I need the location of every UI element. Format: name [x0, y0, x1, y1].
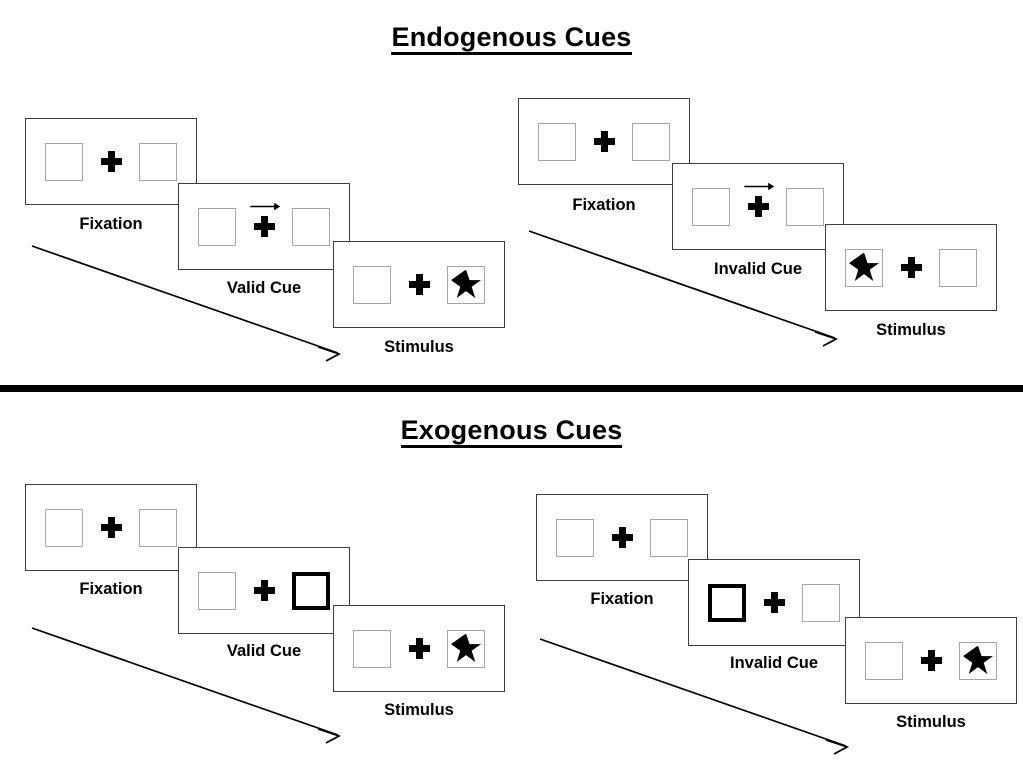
left-box [353, 629, 391, 668]
stage-caption-invalid-cue: Invalid Cue [729, 654, 819, 672]
section-title-exogenous: Exogenous Cues [0, 415, 1023, 449]
fixation-cross-icon [253, 580, 275, 601]
cross-wrap [391, 638, 447, 659]
right-box [650, 518, 688, 557]
trial-panel-fixation [25, 484, 197, 571]
left-box [198, 571, 236, 610]
trial-panel-stimulus [825, 224, 997, 311]
right-box-cued [292, 571, 330, 610]
right-box [959, 641, 997, 680]
trial-panel-valid-cue [178, 183, 350, 270]
trial-panel-fixation [536, 494, 708, 581]
star-icon [849, 252, 879, 281]
fixation-cross-icon [747, 196, 769, 217]
cross-wrap [883, 257, 939, 278]
trial-panel-fixation [518, 98, 690, 185]
fixation-cross-icon [408, 638, 430, 659]
right-box [802, 583, 840, 622]
panel-inner [538, 122, 670, 161]
trial-panel-invalid-cue [672, 163, 844, 250]
right-box [939, 248, 977, 287]
left-box [198, 207, 236, 246]
panel-inner [692, 182, 824, 226]
fixation-cross-icon [100, 517, 122, 538]
panel-inner [865, 641, 997, 680]
right-box [786, 187, 824, 226]
stage-caption-stimulus: Stimulus [896, 713, 966, 731]
arrow-right-icon [744, 181, 775, 191]
panel-inner [198, 571, 330, 610]
left-box [45, 142, 83, 181]
panel-inner [198, 202, 330, 246]
panel-inner [556, 518, 688, 557]
cross-wrap [594, 527, 650, 548]
trial-panel-stimulus [333, 241, 505, 328]
panel-inner [353, 629, 485, 668]
star-icon [451, 269, 481, 298]
trial-panel-stimulus [845, 617, 1017, 704]
cross-wrap [576, 131, 632, 152]
panel-inner [353, 265, 485, 304]
left-box [865, 641, 903, 680]
fixation-cross-icon [253, 216, 275, 237]
section-divider [0, 385, 1023, 392]
trial-panel-fixation [25, 118, 197, 205]
right-box [447, 265, 485, 304]
panel-inner [845, 248, 977, 287]
fixation-cross-icon [408, 274, 430, 295]
stage-caption-fixation: Fixation [572, 196, 636, 214]
fixation-cross-icon [593, 131, 615, 152]
trial-panel-valid-cue [178, 547, 350, 634]
left-box [45, 508, 83, 547]
left-box-cued [708, 583, 746, 622]
right-box [292, 207, 330, 246]
panel-inner [708, 583, 840, 622]
left-box [556, 518, 594, 557]
stage-caption-stimulus: Stimulus [384, 338, 454, 356]
stage-caption-invalid-cue: Invalid Cue [713, 260, 803, 278]
cross-wrap [236, 580, 292, 601]
panel-inner [45, 508, 177, 547]
cross-wrap [83, 517, 139, 538]
right-box [632, 122, 670, 161]
right-box [139, 142, 177, 181]
stage-caption-stimulus: Stimulus [384, 701, 454, 719]
cross-wrap [83, 151, 139, 172]
stage-caption-fixation: Fixation [590, 590, 654, 608]
left-box [538, 122, 576, 161]
right-box [447, 629, 485, 668]
fixation-cross-icon [611, 527, 633, 548]
arrow-right-icon [250, 201, 281, 211]
trial-panel-stimulus [333, 605, 505, 692]
cross-wrap [236, 202, 292, 237]
section-title-endogenous: Endogenous Cues [0, 22, 1023, 56]
cross-wrap [903, 650, 959, 671]
fixation-cross-icon [900, 257, 922, 278]
cross-wrap [746, 592, 802, 613]
left-box [353, 265, 391, 304]
stage-caption-fixation: Fixation [79, 580, 143, 598]
left-box [692, 187, 730, 226]
stage-caption-valid-cue: Valid Cue [226, 642, 302, 660]
fixation-cross-icon [920, 650, 942, 671]
trial-panel-invalid-cue [688, 559, 860, 646]
right-box [139, 508, 177, 547]
star-icon [451, 633, 481, 662]
cross-wrap [391, 274, 447, 295]
fixation-cross-icon [100, 151, 122, 172]
fixation-cross-icon [763, 592, 785, 613]
stage-caption-fixation: Fixation [79, 215, 143, 233]
left-box [845, 248, 883, 287]
stage-caption-stimulus: Stimulus [876, 321, 946, 339]
panel-inner [45, 142, 177, 181]
star-icon [963, 645, 993, 674]
cross-wrap [730, 182, 786, 217]
stage-caption-valid-cue: Valid Cue [226, 279, 302, 297]
